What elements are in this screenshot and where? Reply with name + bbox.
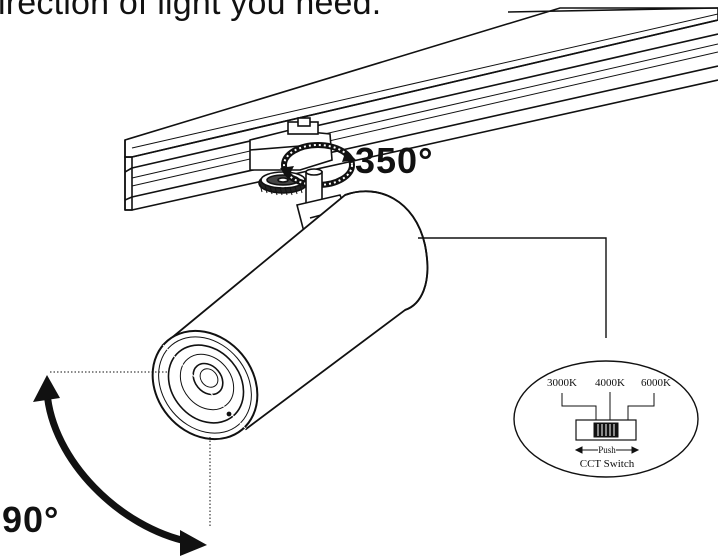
rotation-90-arrow: [33, 375, 207, 556]
caption-text: irection of light you need.: [0, 0, 382, 22]
tilt-guides: [50, 371, 211, 528]
spotlight-body: [151, 190, 429, 441]
cct-option-6000k: 6000K: [641, 377, 671, 389]
cct-push-label: Push: [598, 445, 616, 455]
rotation-350-label: 350°: [355, 140, 434, 181]
cct-switch-title: CCT Switch: [580, 458, 635, 470]
cct-leader-line: [418, 237, 607, 338]
rotation-90-label: 90°: [2, 499, 60, 540]
cct-option-3000k: 3000K: [547, 377, 577, 389]
cct-switch-callout: 3000K 4000K 6000K Push CCT Switch: [513, 360, 699, 478]
cct-option-4000k: 4000K: [595, 377, 625, 389]
track-rail: [124, 7, 718, 211]
